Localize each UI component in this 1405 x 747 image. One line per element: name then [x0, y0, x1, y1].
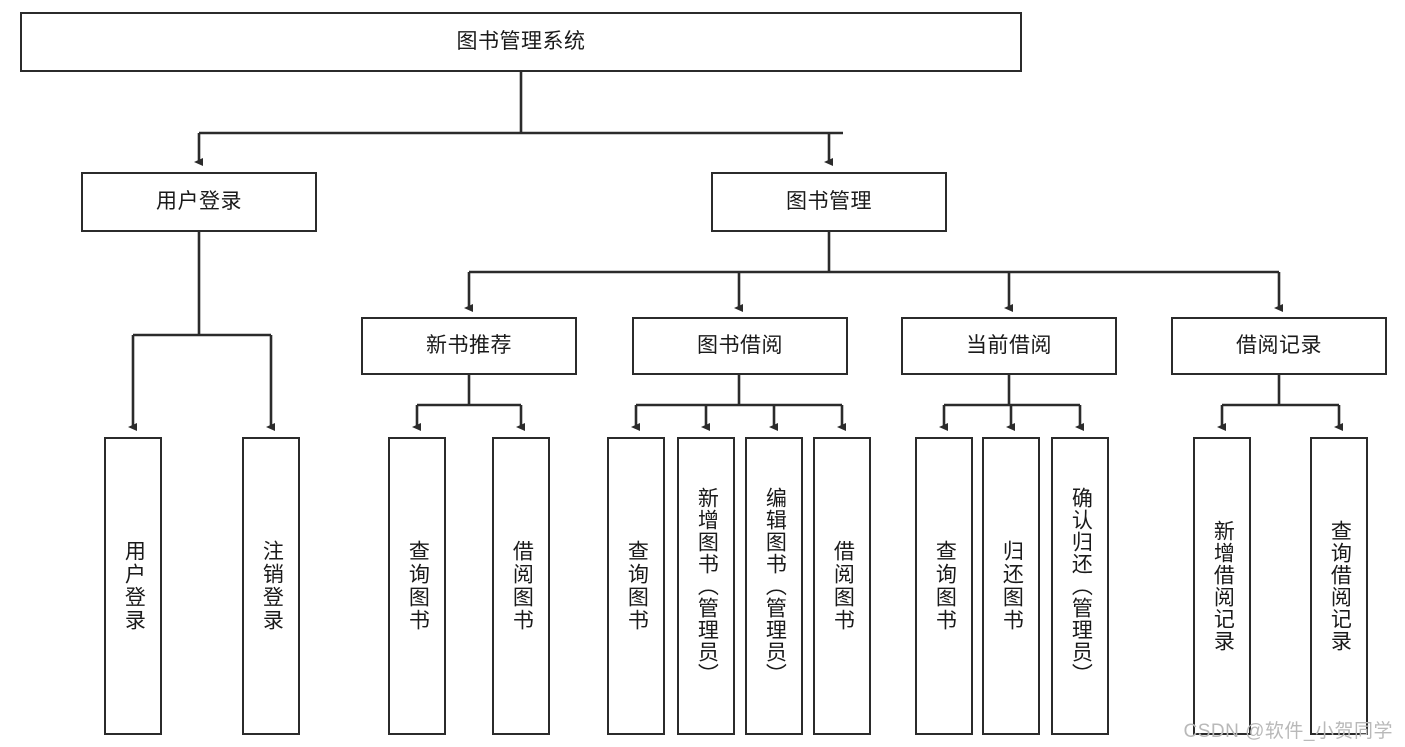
node-label: 当前借阅 — [966, 333, 1052, 357]
node-label: 归还图书 — [1000, 540, 1024, 632]
node-current-borrow[interactable]: 当前借阅 — [901, 317, 1117, 375]
node-label: 编辑图书（管理员） — [763, 487, 787, 685]
node-label: 图书管理 — [786, 189, 872, 213]
node-borrow-record[interactable]: 借阅记录 — [1171, 317, 1387, 375]
leaf-user-login-login[interactable]: 用户登录 — [104, 437, 162, 735]
leaf-current-borrow-query[interactable]: 查询图书 — [915, 437, 973, 735]
node-label: 图书管理系统 — [456, 29, 586, 53]
leaf-new-book-query[interactable]: 查询图书 — [388, 437, 446, 735]
node-label: 用户登录 — [156, 189, 242, 213]
leaf-book-borrow-add[interactable]: 新增图书（管理员） — [677, 437, 735, 735]
node-label: 新书推荐 — [426, 333, 512, 357]
node-label: 查询图书 — [625, 540, 649, 632]
leaf-current-borrow-confirm-return[interactable]: 确认归还（管理员） — [1051, 437, 1109, 735]
node-label: 查询借阅记录 — [1328, 520, 1352, 652]
leaf-borrow-record-query[interactable]: 查询借阅记录 — [1310, 437, 1368, 735]
node-label: 新增借阅记录 — [1211, 520, 1235, 652]
node-label: 用户登录 — [122, 540, 146, 632]
csdn-watermark: CSDN @软件_小贺同学 — [1183, 721, 1393, 742]
node-label: 查询图书 — [406, 540, 430, 632]
leaf-new-book-borrow[interactable]: 借阅图书 — [492, 437, 550, 735]
node-label: 查询图书 — [933, 540, 957, 632]
node-root-system[interactable]: 图书管理系统 — [20, 12, 1022, 72]
node-book-management[interactable]: 图书管理 — [711, 172, 947, 232]
leaf-book-borrow-edit[interactable]: 编辑图书（管理员） — [745, 437, 803, 735]
node-label: 确认归还（管理员） — [1069, 487, 1093, 685]
node-label: 借阅图书 — [510, 540, 534, 632]
node-label: 注销登录 — [260, 540, 284, 632]
node-label: 借阅记录 — [1236, 333, 1322, 357]
leaf-borrow-record-add[interactable]: 新增借阅记录 — [1193, 437, 1251, 735]
node-user-login[interactable]: 用户登录 — [81, 172, 317, 232]
node-label: 新增图书（管理员） — [695, 487, 719, 685]
leaf-current-borrow-return[interactable]: 归还图书 — [982, 437, 1040, 735]
node-book-borrow[interactable]: 图书借阅 — [632, 317, 848, 375]
leaf-book-borrow-borrow[interactable]: 借阅图书 — [813, 437, 871, 735]
node-label: 图书借阅 — [697, 333, 783, 357]
leaf-user-login-logout[interactable]: 注销登录 — [242, 437, 300, 735]
node-label: 借阅图书 — [831, 540, 855, 632]
node-new-book-recommend[interactable]: 新书推荐 — [361, 317, 577, 375]
leaf-book-borrow-query[interactable]: 查询图书 — [607, 437, 665, 735]
